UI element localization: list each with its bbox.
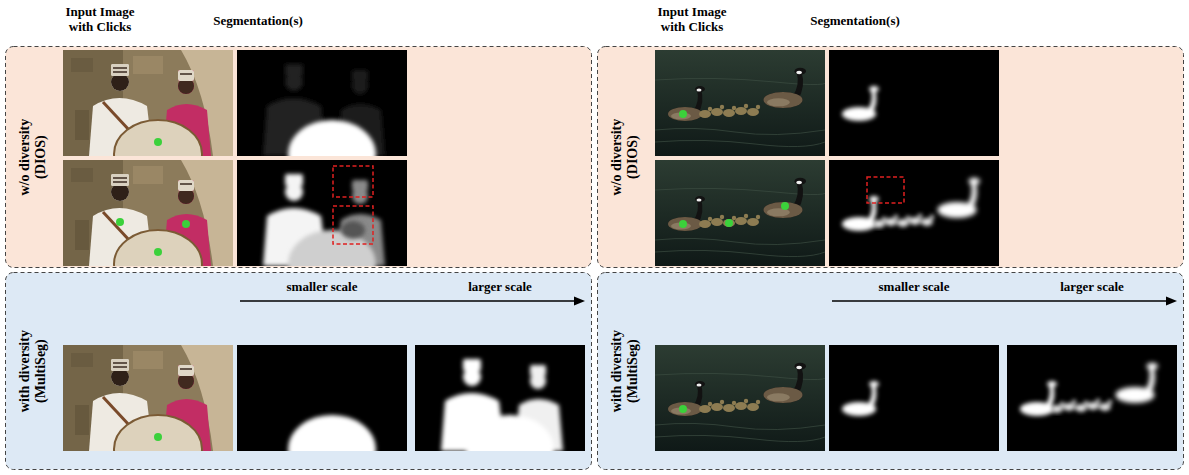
- scale-arrow: [240, 297, 585, 306]
- scale-label: larger scale: [1060, 280, 1124, 295]
- row-label: w/o diversity (DIOS): [17, 97, 49, 217]
- panel-ground: [598, 47, 1184, 268]
- scale-label: smaller scale: [287, 280, 358, 295]
- input-photo: [63, 50, 233, 156]
- input-photo: [655, 160, 825, 266]
- input-photo: [63, 345, 233, 451]
- input-photo: [655, 345, 825, 451]
- dashed-panel: with diversity (MultiSeg): [597, 272, 1184, 470]
- column-header: Input Image with Clicks: [647, 5, 737, 35]
- scale-arrow: [832, 297, 1177, 306]
- segmentation-mask: [829, 50, 999, 156]
- scale-label: larger scale: [468, 280, 532, 295]
- input-photo: [655, 50, 825, 156]
- segmentation-mask: [829, 160, 999, 266]
- panel-ground: [598, 273, 1184, 470]
- row-label: w/o diversity (DIOS): [609, 97, 641, 217]
- dashed-panel: w/o diversity (DIOS): [5, 46, 592, 268]
- column-header: Segmentation(s): [213, 14, 303, 29]
- input-photo: [63, 160, 233, 266]
- dashed-panel: w/o diversity (DIOS): [597, 46, 1184, 268]
- segmentation-mask: [1007, 345, 1177, 451]
- segmentation-mask: [237, 345, 407, 451]
- dashed-panel: with diversity (MultiSeg): [5, 272, 592, 470]
- column-header: Segmentation(s): [810, 14, 900, 29]
- row-label: with diversity (MultiSeg): [17, 311, 49, 431]
- row-label: with diversity (MultiSeg): [609, 311, 641, 431]
- segmentation-mask: [237, 50, 407, 156]
- segmentation-mask: [829, 345, 999, 451]
- column-header: Input Image with Clicks: [55, 5, 145, 35]
- segmentation-mask: [237, 160, 407, 266]
- scale-label: smaller scale: [879, 280, 950, 295]
- segmentation-mask: [415, 345, 585, 451]
